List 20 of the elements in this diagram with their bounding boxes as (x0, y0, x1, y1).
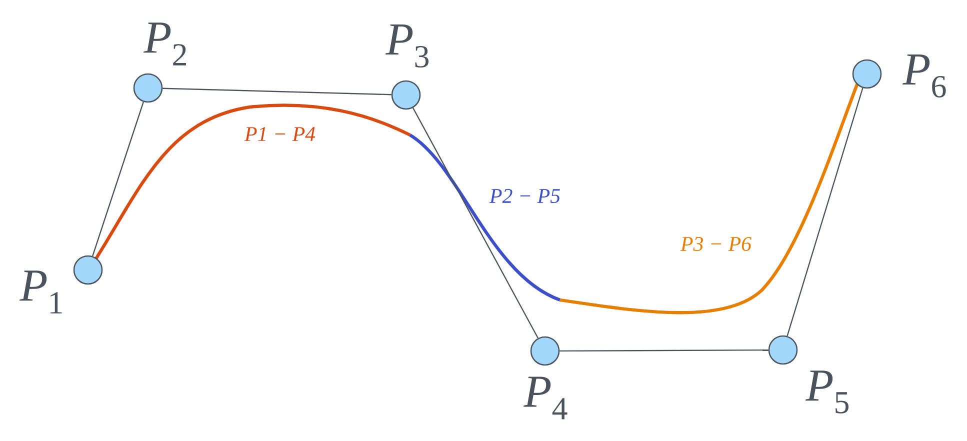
point-label: P$_{5}$ (805, 370, 848, 414)
point-label: P$_{4}$ (524, 376, 568, 420)
polygon-line (92, 102, 144, 256)
point-label: P$_{6}$ (902, 54, 946, 98)
control-point (133, 73, 163, 103)
control-point (530, 336, 560, 366)
point-label: P$_{2}$ (144, 22, 186, 66)
control-point (768, 335, 798, 365)
control-point (391, 80, 421, 110)
polygon-line (162, 88, 392, 96)
polygon-line (786, 88, 864, 336)
polygon-line (412, 108, 539, 338)
control-point (73, 255, 103, 285)
curve-label: P1 − P4 (244, 127, 316, 141)
point-label: P$_{3}$ (386, 24, 429, 68)
control-point (852, 59, 882, 89)
curve-label: P2 − P5 (489, 188, 560, 204)
polygon-line (560, 349, 768, 352)
curve-label: P3 − P6 (680, 236, 752, 252)
point-label: P$_{1}$ (20, 270, 62, 314)
